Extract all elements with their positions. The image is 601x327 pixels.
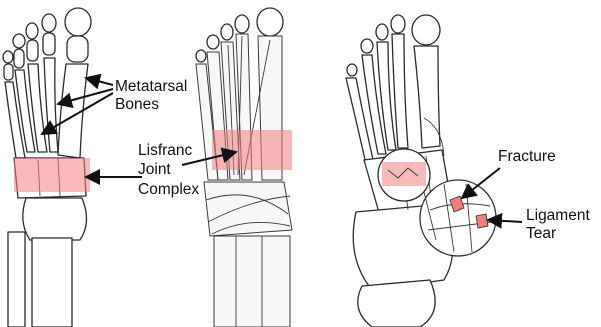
lisfranc-highlight-injury [382, 162, 426, 186]
ligament-label-line2: Tear [526, 225, 556, 242]
lisfranc-label-line3: Complex [138, 181, 199, 198]
metatarsal-arrow-1 [86, 78, 113, 85]
lisfranc-label-line1: Lisfranc [138, 142, 193, 159]
ligament-label-line1: Ligament [526, 207, 590, 224]
lisfranc-label-line2: Joint [138, 161, 171, 178]
lisfranc-highlight-skeleton [14, 158, 90, 192]
metatarsal-label-line2: Bones [115, 96, 159, 113]
metatarsal-label-line1: Metatarsal [115, 78, 187, 95]
magnified-inset [420, 180, 496, 256]
lisfranc-highlight-ligaments [212, 130, 292, 170]
ligament-tear-mark [476, 214, 488, 228]
fracture-label: Fracture [498, 148, 556, 165]
